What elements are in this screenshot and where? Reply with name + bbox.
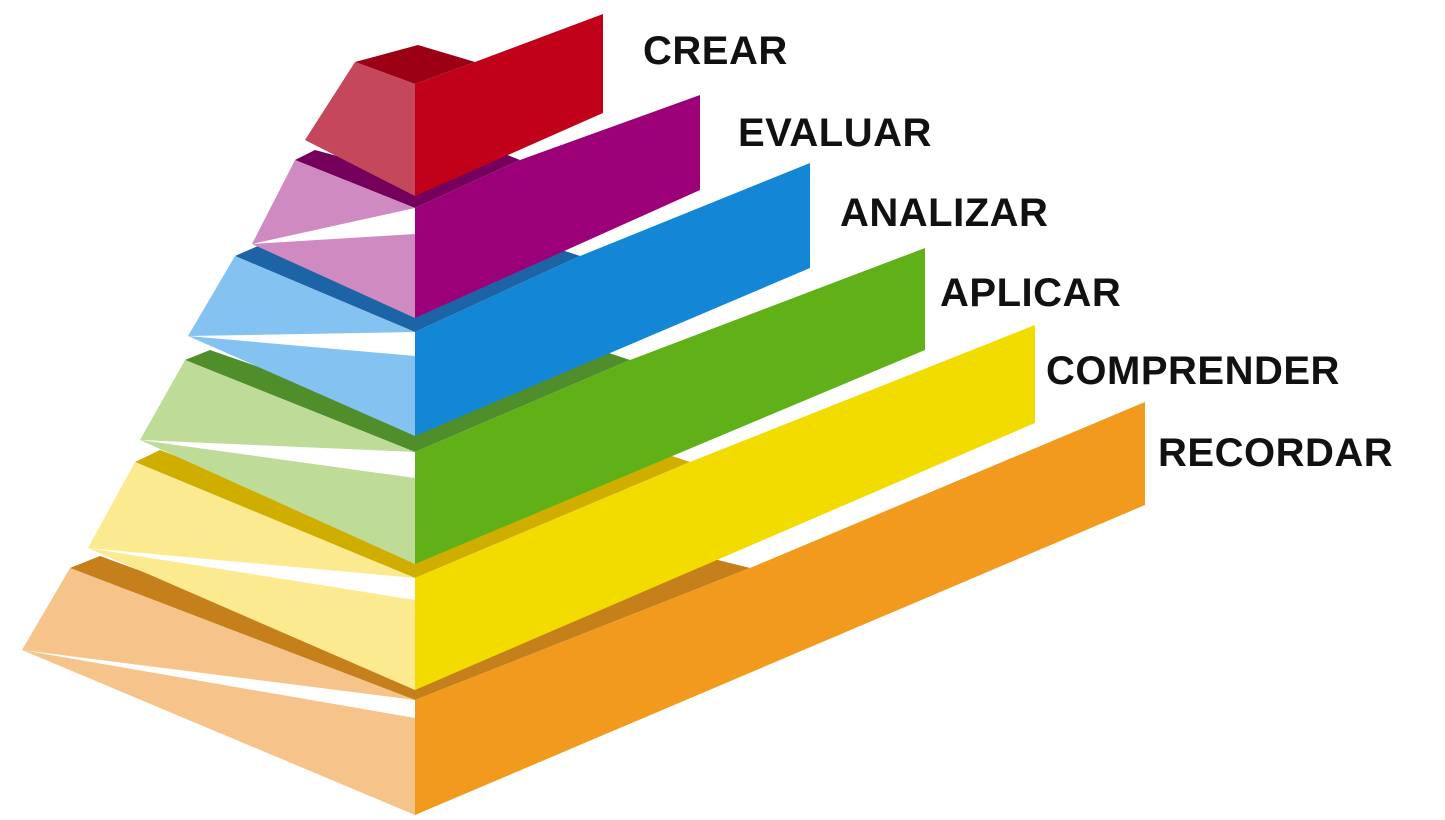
label-analizar: ANALIZAR (840, 191, 1048, 235)
level-evaluar-side (252, 160, 415, 318)
level-aplicar-front (415, 248, 925, 564)
level-analizar-front (415, 163, 810, 436)
level-crear: CREAR (305, 14, 788, 196)
level-recordar-side (22, 568, 415, 815)
level-comprender-side (88, 462, 415, 690)
level-recordar-front (415, 402, 1145, 815)
level-comprender-front (415, 325, 1035, 690)
level-crear-front (415, 14, 603, 196)
label-aplicar: APLICAR (940, 271, 1121, 315)
level-crear-top (355, 45, 475, 84)
level-evaluar-front (415, 95, 700, 318)
level-crear-side (305, 62, 415, 196)
level-analizar-side (188, 256, 415, 436)
level-aplicar-side (140, 360, 415, 564)
label-comprender: COMPRENDER (1046, 349, 1340, 393)
label-evaluar: EVALUAR (738, 111, 932, 155)
label-recordar: RECORDAR (1158, 431, 1393, 475)
label-crear: CREAR (643, 29, 788, 73)
